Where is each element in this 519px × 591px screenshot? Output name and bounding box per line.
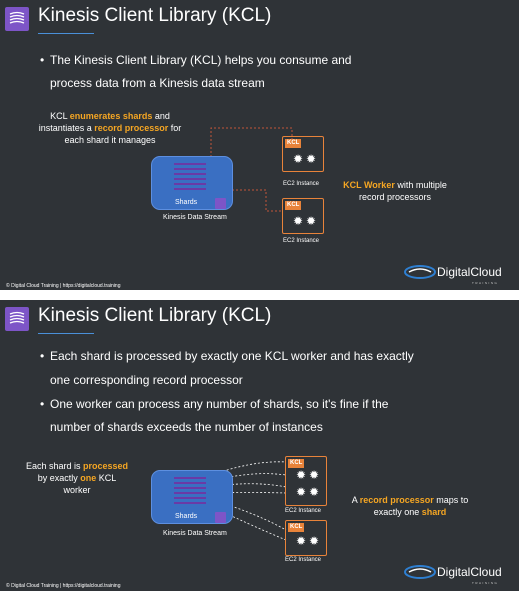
gear-icon: ✹ <box>293 152 304 166</box>
kcl-badge: KCL <box>288 459 305 468</box>
digitalcloud-logo: DigitalCloud <box>403 264 502 280</box>
shard-arrows <box>203 461 287 541</box>
connector-lines <box>210 127 293 212</box>
gear-icon: ✹ <box>306 214 317 228</box>
bullet-text: The Kinesis Client Library (KCL) helps y… <box>50 53 352 67</box>
bullet-1: •Each shard is processed by exactly one … <box>40 349 414 363</box>
bullet-1: •The Kinesis Client Library (KCL) helps … <box>40 53 352 67</box>
digitalcloud-logo: DigitalCloud <box>403 564 502 580</box>
shards-label: Shards <box>175 513 198 520</box>
kinesis-logo-icon <box>5 7 29 31</box>
ec2-label: EC2 Instance <box>285 508 322 514</box>
slide-1: Kinesis Client Library (KCL) •The Kinesi… <box>0 0 519 290</box>
kcl-badge: KCL <box>285 139 302 148</box>
bullet-2: •One worker can process any number of sh… <box>40 397 389 411</box>
title-underline <box>38 333 94 334</box>
brand-name: DigitalCloud <box>437 265 502 279</box>
shard-lines <box>174 163 206 193</box>
kinesis-icon <box>215 198 226 209</box>
gear-icon: ✹ <box>306 152 317 166</box>
brand-name: DigitalCloud <box>437 565 502 579</box>
kcl-badge: KCL <box>288 523 305 532</box>
footer-copyright: © Digital Cloud Training | https://digit… <box>6 283 121 289</box>
gear-icon: ✹ <box>296 485 307 499</box>
brand-sub: TRAINING <box>472 581 499 585</box>
slide-title: Kinesis Client Library (KCL) <box>38 305 272 326</box>
slide-title: Kinesis Client Library (KCL) <box>38 5 272 26</box>
callout-right: A record processor maps to exactly one s… <box>351 495 469 517</box>
ec2-instance-2: KCL ✹ ✹ <box>285 520 327 556</box>
kinesis-data-stream: Shards <box>151 156 233 210</box>
digitalcloud-logo-icon <box>404 265 436 279</box>
shard-lines <box>174 477 206 507</box>
bullet-2-continuation: number of shards exceeds the number of i… <box>50 420 323 434</box>
bullet-text: One worker can process any number of sha… <box>50 397 389 411</box>
callout-right: KCL Worker with multiple record processo… <box>343 180 447 202</box>
slide-2: Kinesis Client Library (KCL) •Each shard… <box>0 300 519 591</box>
ec2-label: EC2 Instance <box>283 238 320 244</box>
ec2-label: EC2 Instance <box>285 557 322 563</box>
kcl-badge: KCL <box>285 201 302 210</box>
gear-icon: ✹ <box>296 468 307 482</box>
ec2-instance-2: KCL ✹ ✹ <box>282 198 324 234</box>
gear-icon: ✹ <box>296 534 307 548</box>
footer-copyright: © Digital Cloud Training | https://digit… <box>6 583 121 589</box>
kinesis-data-stream: Shards <box>151 470 233 524</box>
gear-icon: ✹ <box>309 534 320 548</box>
stream-label: Kinesis Data Stream <box>163 530 227 537</box>
ec2-instance-1: KCL ✹ ✹ ✹ ✹ <box>285 456 327 506</box>
ec2-instance-1: KCL ✹ ✹ <box>282 136 324 172</box>
bullet-1-continuation: one corresponding record processor <box>50 373 243 387</box>
kinesis-logo-icon <box>5 307 29 331</box>
callout-left: KCL enumerates shards and instantiates a… <box>38 111 182 145</box>
bullet-text: Each shard is processed by exactly one K… <box>50 349 414 363</box>
brand-sub: TRAINING <box>472 281 499 285</box>
gear-icon: ✹ <box>309 485 320 499</box>
kinesis-icon <box>215 512 226 523</box>
bullet-1-continuation: process data from a Kinesis data stream <box>50 76 265 90</box>
stream-label: Kinesis Data Stream <box>163 214 227 221</box>
gear-icon: ✹ <box>309 468 320 482</box>
gear-icon: ✹ <box>293 214 304 228</box>
callout-left: Each shard is processed by exactly one K… <box>25 461 129 495</box>
digitalcloud-logo-icon <box>404 565 436 579</box>
title-underline <box>38 33 94 34</box>
ec2-label: EC2 Instance <box>283 181 320 187</box>
shards-label: Shards <box>175 199 198 206</box>
